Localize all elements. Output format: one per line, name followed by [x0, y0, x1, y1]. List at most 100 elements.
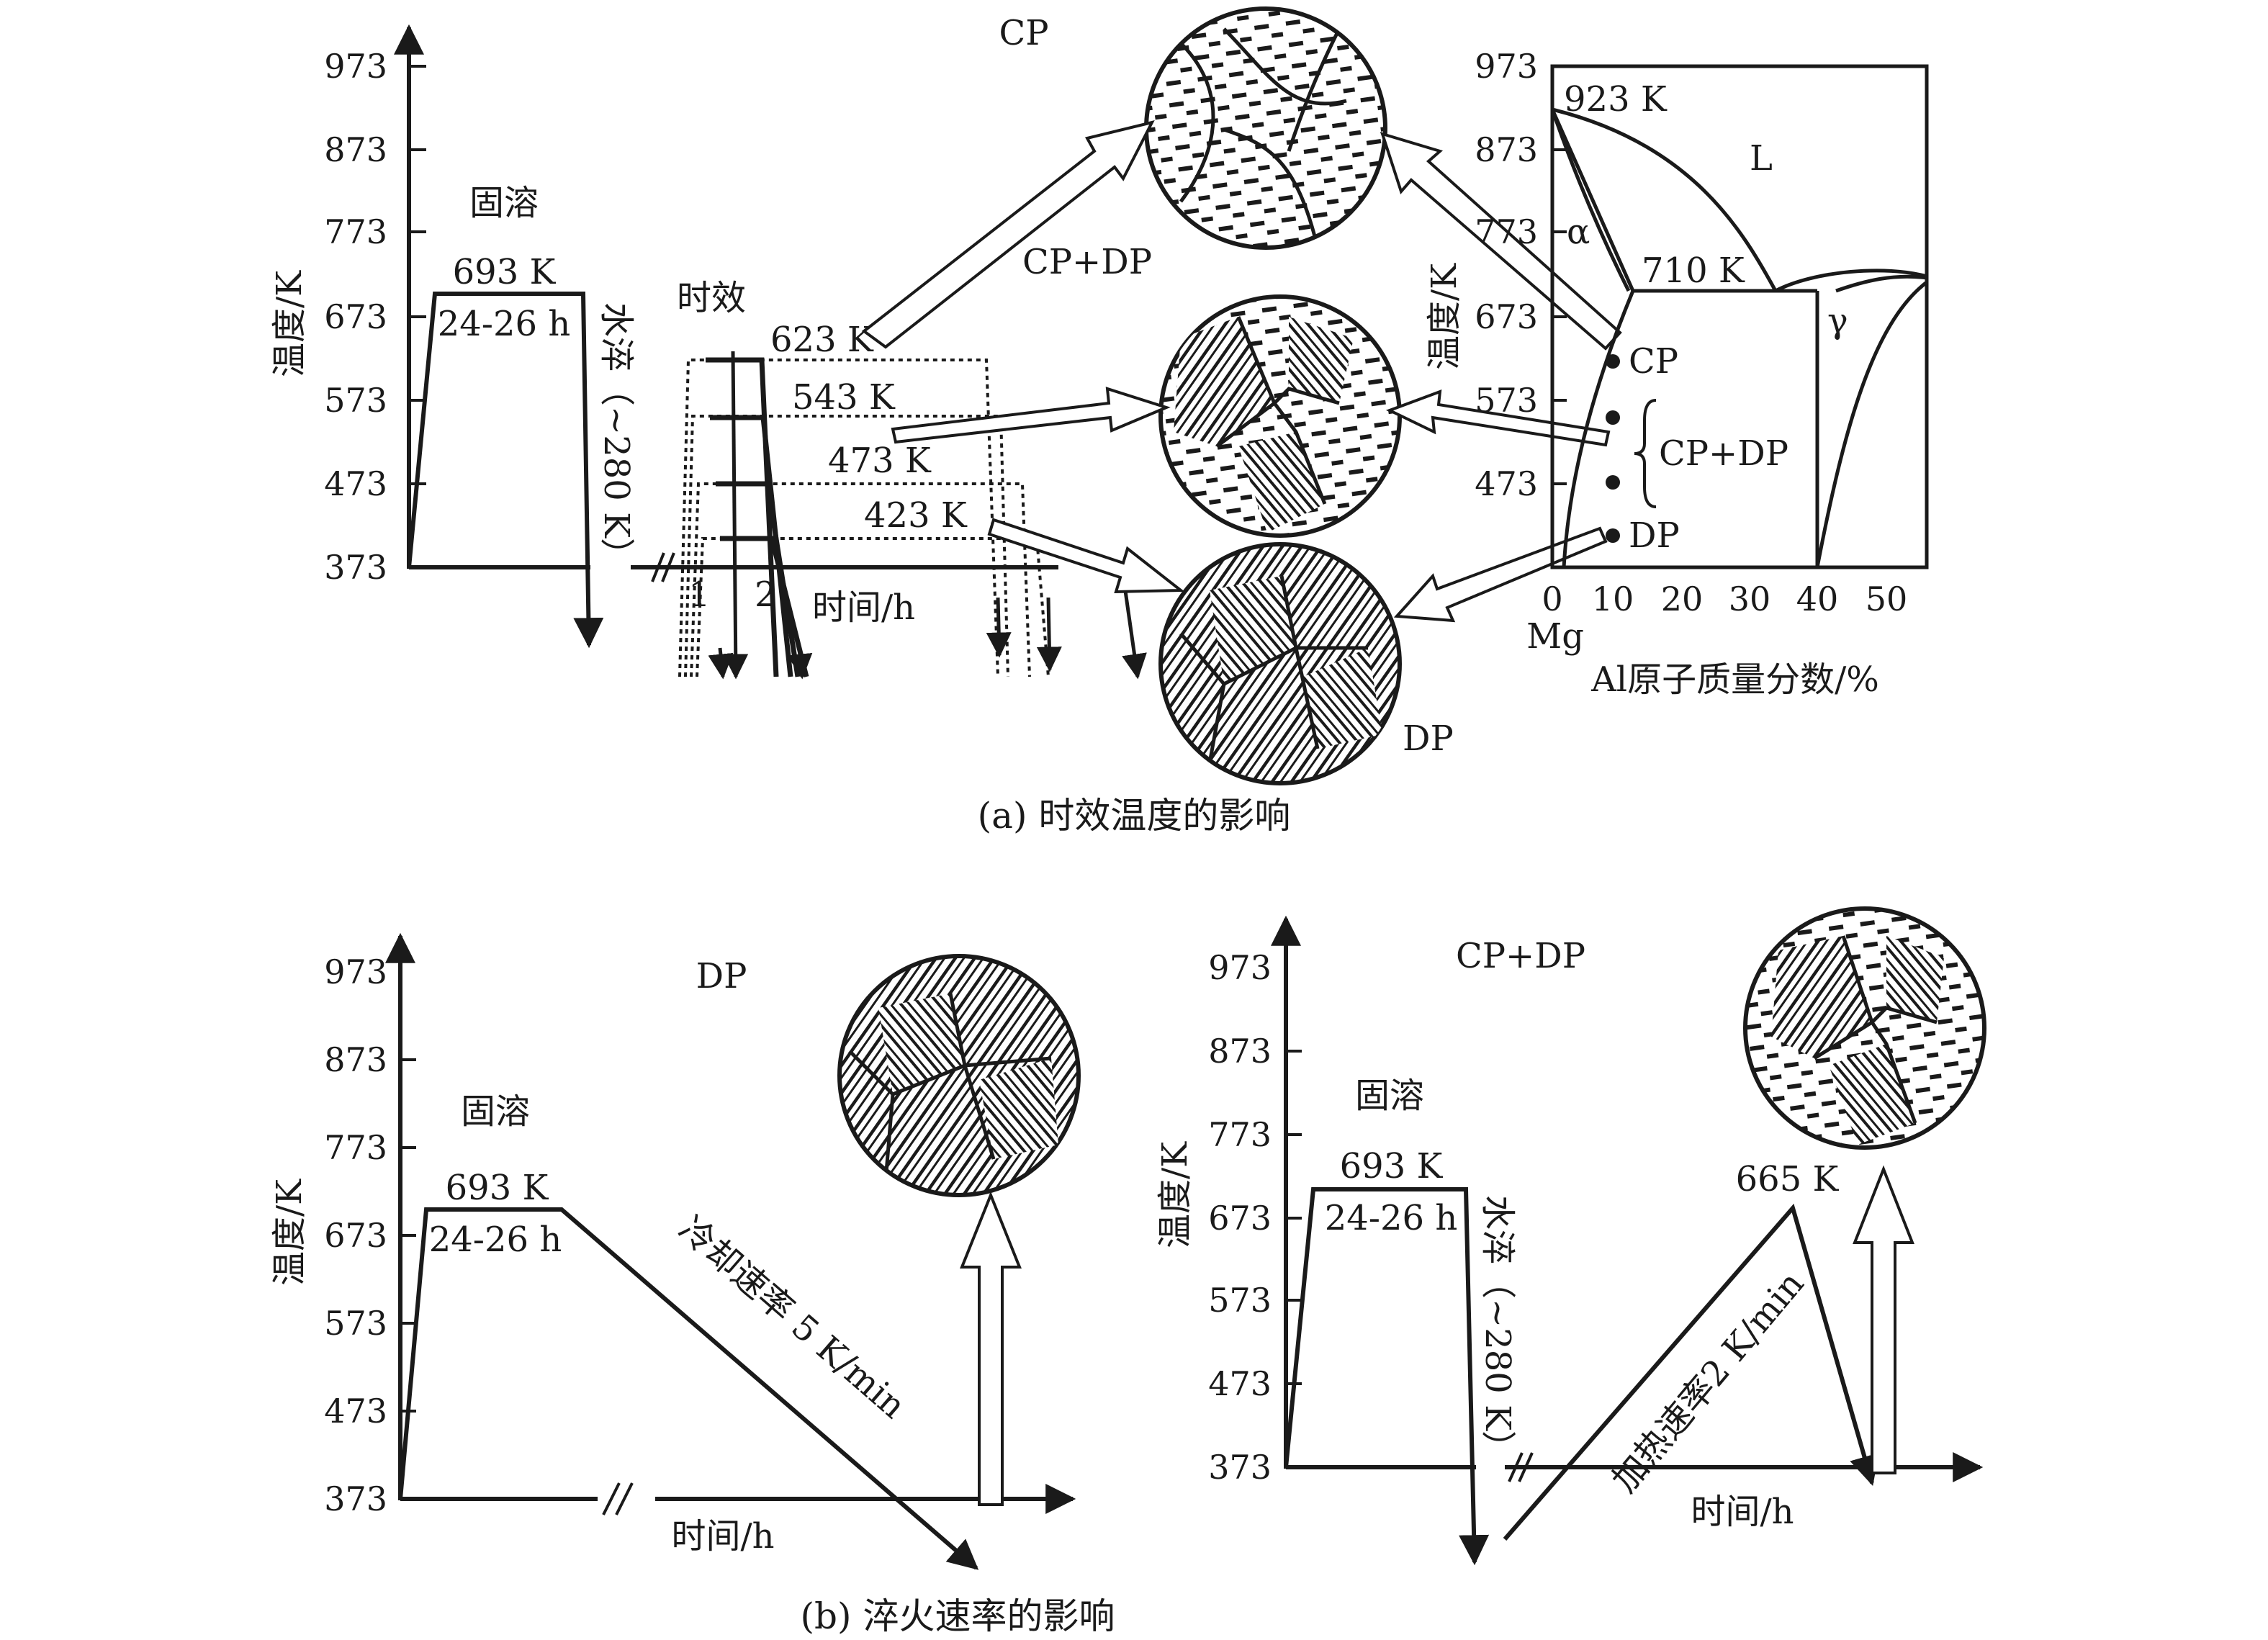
ytick: 773 [1208, 1115, 1272, 1154]
phase-points [1606, 354, 1620, 543]
phase-ytick: 573 [1475, 381, 1538, 420]
micro-cpdp [1158, 294, 1402, 538]
b-right-quench-label: 水淬（~280 K） [1477, 1195, 1518, 1465]
ytick: 973 [1208, 948, 1272, 987]
ytick: 673 [1208, 1199, 1272, 1238]
panel-b-left-yticks: 973 873 773 673 573 473 373 [324, 952, 387, 1518]
phase-xtick: 30 [1729, 580, 1771, 618]
solution-curve [407, 292, 604, 649]
panel-b-left-chart [385, 932, 1076, 1570]
ytick: 573 [1208, 1281, 1272, 1320]
panel-a-yticks: 973 873 773 673 573 473 373 [324, 47, 387, 587]
mark-1: 1 [688, 575, 711, 615]
micro-cpdp-b [1743, 906, 1986, 1150]
phase-point-cpdp: CP+DP [1659, 433, 1788, 474]
ytick: 673 [324, 297, 387, 336]
ytick: 473 [324, 464, 387, 503]
x-axis-label-time-a: 时间/h [812, 587, 915, 628]
b-right-x-label: 时间/h [1691, 1492, 1794, 1532]
phase-x-label: Al原子质量分数/% [1590, 659, 1879, 700]
phase-ytick: 873 [1475, 130, 1538, 169]
phase-point-cp: CP [1629, 341, 1678, 382]
phase-gamma: γ [1827, 301, 1848, 341]
aging-543 [710, 415, 793, 677]
micro-title-cpdp: CP+DP [1022, 242, 1152, 282]
micro-cp [1144, 6, 1387, 250]
ytick: 873 [1208, 1032, 1272, 1071]
b-right-y-label: 温度/K [1155, 1141, 1195, 1248]
heating-curve [1503, 1203, 1879, 1541]
b-left-solution-temp: 693 K [446, 1168, 549, 1208]
panel-a-solution-chart [394, 24, 675, 649]
cooling-rate-label: 冷却速率 5 K/min [671, 1209, 913, 1427]
aging-temp-473: 473 K [828, 441, 932, 481]
aging-temp-623: 623 K [770, 320, 874, 360]
solution-label: 固溶 [469, 183, 539, 223]
micro-dp [1158, 542, 1402, 785]
quench-label: 水淬（~280 K） [596, 302, 636, 572]
panel-a-arrows [861, 120, 1622, 623]
aging-temp-543: 543 K [792, 377, 896, 418]
ytick: 373 [324, 548, 387, 587]
b-right-solution-time: 24-26 h [1325, 1198, 1458, 1238]
phase-t710: 710 K [1642, 251, 1745, 291]
micro-title-dp: DP [1403, 718, 1454, 759]
ytick: 373 [1208, 1448, 1272, 1487]
b-right-solution-temp: 693 K [1340, 1146, 1444, 1186]
phase-t923: 923 K [1564, 79, 1668, 120]
phase-xtick: 50 [1866, 580, 1908, 618]
ytick: 373 [324, 1479, 387, 1518]
phase-y-label: 温度/K [1424, 263, 1464, 370]
b-left-hollow-arrow [960, 1191, 1022, 1506]
b-left-title: DP [696, 956, 747, 996]
aging-423 [720, 536, 809, 677]
phase-mg-label: Mg [1526, 616, 1584, 657]
ytick: 873 [324, 130, 387, 169]
phase-yticks: 973 873 773 673 573 473 [1475, 47, 1538, 503]
ytick: 573 [324, 1304, 387, 1343]
y-axis-label: 温度/K [269, 270, 310, 377]
caption-a: (a) 时效温度的影响 [978, 795, 1291, 837]
phase-xtick: 0 [1542, 580, 1562, 618]
micro-dp-b [837, 954, 1081, 1197]
aging-623 [706, 357, 779, 677]
b-left-solution-label: 固溶 [461, 1091, 530, 1132]
phase-ytick: 473 [1475, 464, 1538, 503]
b-left-x-label: 时间/h [671, 1516, 774, 1556]
phase-xtick: 10 [1592, 580, 1634, 618]
b-right-solution-label: 固溶 [1355, 1076, 1424, 1116]
ytick: 773 [324, 1128, 387, 1167]
phase-frame [1550, 64, 1929, 569]
ytick: 773 [324, 212, 387, 251]
ytick: 873 [324, 1040, 387, 1079]
b-right-hollow-arrow [1853, 1165, 1914, 1474]
ytick: 673 [324, 1216, 387, 1255]
caption-b: (b) 淬火速率的影响 [801, 1595, 1115, 1637]
ytick: 973 [324, 952, 387, 991]
ytick: 973 [324, 47, 387, 86]
phase-ytick: 973 [1475, 47, 1538, 86]
b-left-solution-time: 24-26 h [429, 1220, 562, 1260]
phase-xtick: 40 [1796, 580, 1839, 618]
panel-b-right-yticks: 973 873 773 673 573 473 373 [1208, 948, 1272, 1487]
b-left-y-label: 温度/K [269, 1179, 310, 1286]
mark-2: 2 [755, 575, 777, 615]
phase-xticks: 0 10 20 30 40 50 [1542, 580, 1907, 618]
solution-time: 24-26 h [438, 304, 571, 344]
phase-ytick: 673 [1475, 297, 1538, 336]
b-right-peak: 665 K [1736, 1159, 1840, 1199]
solution-temp: 693 K [453, 252, 557, 292]
ytick: 473 [1208, 1364, 1272, 1403]
phase-L: L [1750, 138, 1773, 179]
phase-ytick: 773 [1475, 212, 1538, 251]
b-right-solution-curve [1284, 1187, 1490, 1566]
cooling-curve [398, 1207, 979, 1570]
b-right-title: CP+DP [1456, 936, 1585, 976]
phase-xtick: 20 [1661, 580, 1704, 618]
ytick: 573 [324, 381, 387, 420]
heating-rate-label: 加热速率2 K/min [1604, 1263, 1812, 1500]
aging-temp-423: 423 K [864, 495, 968, 536]
phase-point-dp: DP [1629, 515, 1680, 556]
ytick: 473 [324, 1392, 387, 1431]
